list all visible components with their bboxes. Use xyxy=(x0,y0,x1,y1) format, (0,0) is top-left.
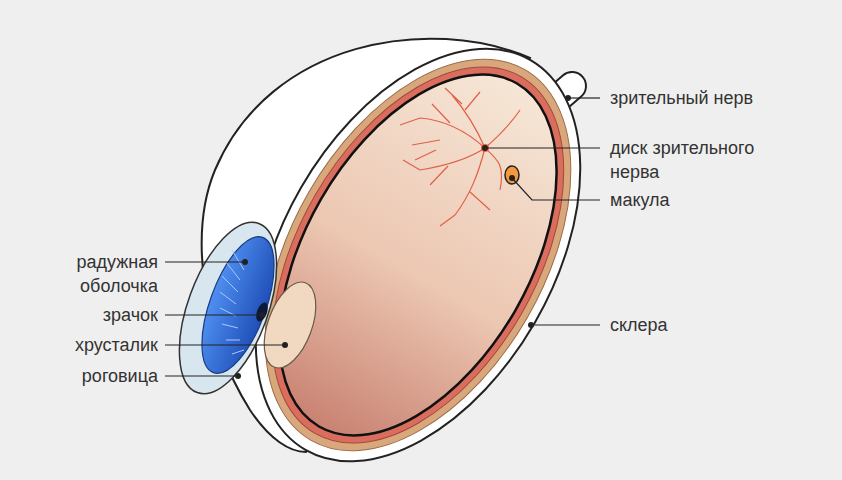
leader-dot xyxy=(242,259,248,265)
part-label: радужная оболочка xyxy=(58,250,158,298)
leader-line xyxy=(165,314,262,315)
leader-line xyxy=(531,324,600,325)
part-label: макула xyxy=(610,188,670,212)
leader-dot xyxy=(482,145,488,151)
leader-dot xyxy=(509,175,515,181)
leader-dot xyxy=(565,95,571,101)
leader-dot xyxy=(235,373,241,379)
leader-line xyxy=(485,147,600,148)
part-label: зрачок xyxy=(103,303,158,327)
macula-spot xyxy=(505,166,519,184)
part-label: роговица xyxy=(82,364,158,388)
lens-shape xyxy=(254,275,326,375)
leader-dots xyxy=(235,95,571,379)
part-label: склера xyxy=(610,313,668,337)
optic-disc xyxy=(481,144,489,152)
leader-line xyxy=(512,178,600,200)
leader-line xyxy=(568,97,600,98)
part-label: хрусталик xyxy=(75,333,158,357)
leader-line xyxy=(165,344,285,345)
pupil-shape xyxy=(254,301,270,323)
leader-line xyxy=(165,261,245,262)
leader-dot xyxy=(528,322,534,328)
part-label: диск зрительного нерва xyxy=(610,136,780,184)
vitreous-cavity xyxy=(222,28,614,480)
leader-lines xyxy=(165,98,600,376)
leader-dot xyxy=(259,312,265,318)
leader-line xyxy=(165,375,238,376)
iris-stripes xyxy=(220,250,244,354)
part-label: зрительный нерв xyxy=(610,86,753,110)
leader-dot xyxy=(282,342,288,348)
retinal-vessels xyxy=(400,88,520,226)
